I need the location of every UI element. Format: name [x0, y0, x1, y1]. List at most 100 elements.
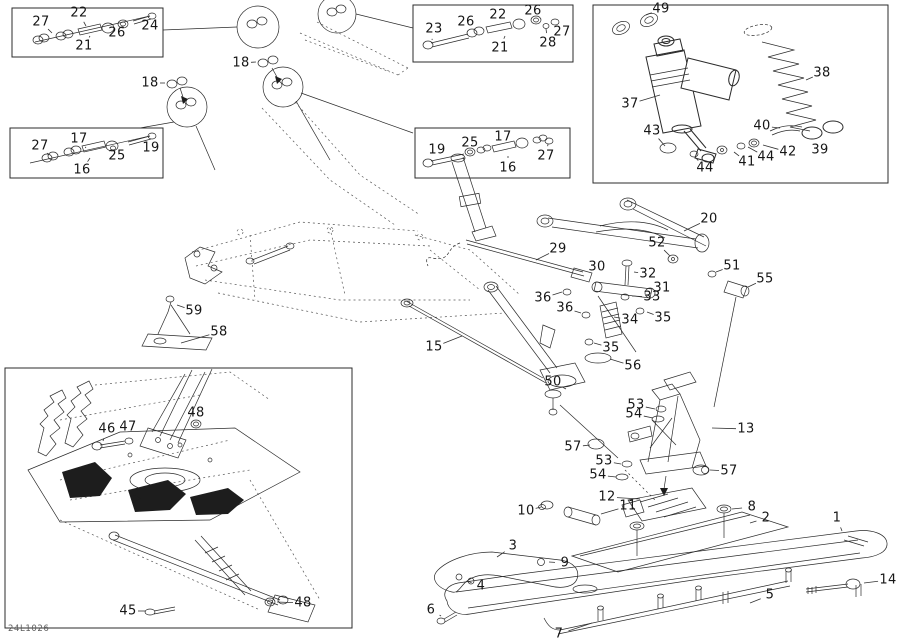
leader-line [84, 146, 87, 149]
leader-line [276, 601, 294, 604]
leader-line [863, 580, 879, 584]
callout-27: 27 [553, 24, 571, 40]
spindle-13-drawing [587, 371, 710, 501]
callout-51: 51 [723, 258, 741, 274]
leader-line [633, 271, 639, 273]
leader-line [747, 146, 758, 153]
leader-line [683, 222, 701, 232]
callout-8: 8 [747, 499, 757, 515]
callout-53: 53 [627, 397, 645, 413]
leader-line [88, 35, 91, 38]
ski-pad-12-drawing [621, 487, 707, 522]
callout-54: 54 [589, 467, 607, 483]
callout-53: 53 [595, 453, 613, 469]
callout-52: 52 [648, 235, 666, 251]
steering-link-drawing [562, 259, 656, 353]
callout-31: 31 [653, 280, 671, 296]
callout-18: 18 [141, 75, 159, 91]
callout-22: 22 [70, 5, 88, 21]
spring-seat-40-drawing [769, 125, 803, 132]
leader-line [535, 253, 550, 261]
leader-line [496, 551, 505, 558]
callout-18: 18 [232, 55, 250, 71]
leader-line [805, 76, 813, 81]
suspension-module-phantom [191, 101, 521, 323]
leader-line [439, 614, 442, 617]
leader-line [840, 527, 843, 532]
callout-41: 41 [738, 154, 756, 170]
leader-line [694, 156, 699, 161]
callout-22: 22 [489, 7, 507, 23]
callout-48: 48 [187, 405, 205, 421]
callout-19: 19 [428, 142, 446, 158]
mounting-plate-drawing [538, 500, 790, 573]
callout-10: 10 [517, 503, 535, 519]
callout-35: 35 [654, 310, 672, 326]
leader-line [771, 126, 781, 129]
leader-line [466, 580, 472, 584]
module-solid-details [184, 153, 497, 285]
callout-20: 20 [700, 211, 718, 227]
callout-4: 4 [476, 578, 486, 594]
callout-46: 46 [98, 421, 116, 437]
callout-26: 26 [524, 3, 542, 19]
callout-17: 17 [494, 129, 512, 145]
callout-40: 40 [753, 118, 771, 134]
leader-line [176, 304, 185, 309]
ski-handle-drawing [434, 551, 579, 593]
leader-line [762, 144, 779, 150]
leader-line [180, 334, 210, 344]
callout-21: 21 [491, 40, 509, 56]
leader-line [613, 462, 622, 465]
leader-line [613, 316, 621, 319]
inset-box-frames [4, 4, 889, 629]
clamp-49-drawing [612, 13, 658, 35]
frame-inset-drawing [27, 368, 321, 623]
callout-26: 26 [457, 14, 475, 30]
callout-44: 44 [757, 149, 775, 165]
bolt-14-drawing [805, 578, 861, 594]
callout-57: 57 [720, 463, 738, 479]
phantom-upper-arm [299, 21, 409, 76]
leader-line [574, 310, 582, 314]
callout-57: 57 [564, 439, 582, 455]
drawing-code: 24L1026 [8, 624, 50, 634]
callout-25: 25 [108, 148, 126, 164]
callout-14: 14 [879, 572, 897, 588]
leader-line [646, 311, 654, 315]
leader-line [535, 506, 542, 509]
runner-drawing [543, 580, 789, 631]
callout-30: 30 [588, 259, 606, 275]
callout-43: 43 [643, 123, 661, 139]
o-ring-43-drawing [659, 142, 677, 154]
callout-16: 16 [73, 162, 91, 178]
leader-line [552, 291, 563, 296]
callout-39: 39 [811, 142, 829, 158]
callout-2: 2 [761, 510, 771, 526]
callout-26: 26 [108, 25, 126, 41]
callout-45: 45 [119, 603, 137, 619]
callout-50: 50 [544, 374, 562, 390]
leader-line [582, 444, 591, 447]
callout-48: 48 [294, 595, 312, 611]
callout-29: 29 [549, 241, 567, 257]
leader-line [609, 358, 624, 364]
callout-27: 27 [537, 148, 555, 164]
callout-9: 9 [560, 555, 570, 571]
callout-23: 23 [425, 21, 443, 37]
bracket-58-drawing [141, 295, 213, 351]
leader-line [47, 28, 53, 34]
callout-33: 33 [643, 289, 661, 305]
callout-47: 47 [119, 419, 137, 435]
leader-line [663, 249, 671, 257]
bolt-kit-top-middle-drawing [422, 15, 560, 50]
leader-line [102, 438, 105, 442]
callout-11: 11 [619, 498, 637, 514]
callout-42: 42 [779, 144, 797, 160]
leader-line [711, 427, 737, 430]
leader-line [568, 622, 593, 632]
callout-13: 13 [737, 421, 755, 437]
callout-36: 36 [534, 290, 552, 306]
callout-12: 12 [598, 489, 616, 505]
